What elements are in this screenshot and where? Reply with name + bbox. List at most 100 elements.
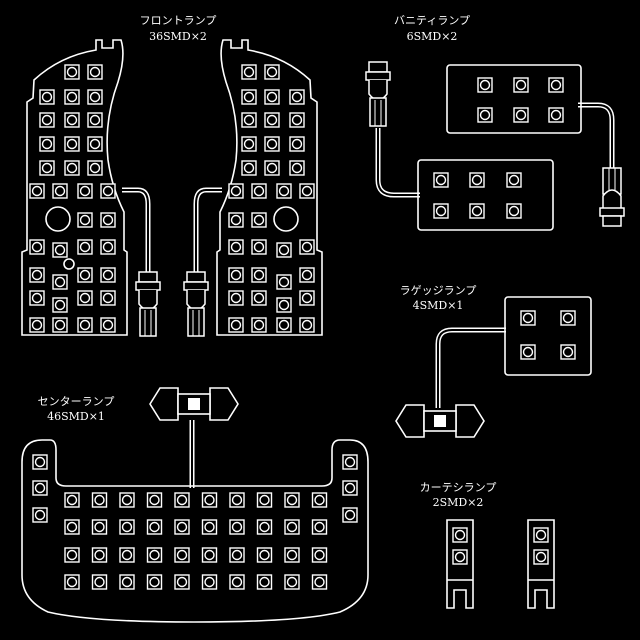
smd-led-chip — [251, 290, 267, 306]
smd-led-chip — [299, 267, 315, 283]
smd-led-chip — [299, 239, 315, 255]
led-lens — [278, 299, 290, 311]
led-lens — [89, 162, 101, 174]
smd-led-chip — [264, 112, 280, 128]
led-lens — [79, 269, 91, 281]
led-lens — [94, 521, 105, 533]
led-lens — [301, 241, 313, 253]
smd-led-chip — [77, 267, 93, 283]
smd-led-chip — [100, 239, 116, 255]
bulb-glass — [138, 290, 158, 311]
led-lens — [231, 494, 243, 506]
connector-cap — [602, 215, 622, 227]
smd-led-chip — [533, 527, 549, 543]
connector-flange — [183, 281, 209, 291]
led-lens — [515, 109, 527, 121]
led-lens — [121, 576, 133, 588]
led-lens — [31, 292, 43, 304]
front-lamp-spec: 36SMD×2 — [149, 30, 207, 43]
led-lens — [253, 292, 265, 304]
led-lens — [471, 205, 483, 217]
smd-led-chip — [342, 480, 358, 496]
led-lens — [344, 482, 356, 494]
led-lens — [266, 162, 278, 174]
smd-led-chip — [560, 310, 576, 326]
smd-led-chip — [299, 183, 315, 199]
luggage-lamp-spec: 4SMD×1 — [413, 299, 464, 312]
smd-led-chip — [100, 317, 116, 333]
led-lens — [266, 91, 278, 103]
smd-led-chip — [433, 203, 449, 219]
led-lens — [435, 174, 447, 186]
socket-wedge-left — [395, 404, 425, 438]
smd-led-chip — [433, 172, 449, 188]
led-lens — [41, 91, 53, 103]
t10-bulb-connector — [183, 271, 209, 337]
smd-led-chip — [119, 547, 135, 563]
smd-led-chip — [264, 160, 280, 176]
led-lens — [66, 138, 78, 150]
led-lens — [454, 551, 466, 563]
vanity-board-2 — [417, 159, 554, 231]
led-lens — [522, 312, 534, 324]
led-lens — [253, 214, 265, 226]
vanity-lamp-name: バニティランプ — [394, 14, 470, 27]
wire-inner — [377, 128, 420, 196]
smd-led-chip — [87, 89, 103, 105]
led-lens — [31, 269, 43, 281]
led-lens — [266, 66, 278, 78]
smd-led-chip — [32, 454, 48, 470]
smd-led-chip — [201, 492, 218, 508]
smd-led-chip — [506, 203, 522, 219]
smd-led-chip — [64, 547, 80, 563]
luggage-board — [504, 296, 592, 376]
led-lens — [515, 79, 527, 91]
smd-led-chip — [506, 172, 522, 188]
smd-led-chip — [228, 212, 244, 228]
led-lens — [301, 185, 313, 197]
smd-led-chip — [276, 274, 292, 290]
led-lens — [66, 521, 78, 533]
led-lens — [231, 549, 243, 561]
bulb-glass — [186, 290, 206, 311]
smd-led-chip — [520, 310, 536, 326]
smd-led-chip — [251, 267, 267, 283]
led-lens — [278, 276, 290, 288]
smd-led-chip — [29, 183, 45, 199]
smd-led-chip — [228, 290, 244, 306]
led-lens — [66, 114, 78, 126]
led-lens — [344, 509, 356, 521]
smd-led-chip — [64, 160, 80, 176]
smd-led-chip — [146, 547, 163, 563]
smd-led-chip — [241, 112, 257, 128]
smd-led-chip — [256, 547, 273, 563]
smd-led-chip — [452, 549, 468, 565]
t10-bulb-connector — [599, 167, 625, 227]
smd-led-chip — [100, 183, 116, 199]
smd-led-chip — [91, 547, 108, 563]
led-lens — [176, 521, 188, 533]
smd-led-chip — [520, 344, 536, 360]
mounting-hole — [45, 206, 71, 232]
smd-led-chip — [264, 136, 280, 152]
smd-led-chip — [276, 242, 292, 258]
led-lens — [176, 576, 188, 588]
smd-led-chip — [39, 112, 55, 128]
smd-led-chip — [39, 89, 55, 105]
courtesy-lamp-boards — [446, 519, 555, 609]
led-lens — [102, 241, 114, 253]
led-lens — [121, 549, 133, 561]
led-lens — [266, 138, 278, 150]
led-lens — [435, 205, 447, 217]
vanity-lamp-boards — [365, 61, 625, 231]
led-lens — [231, 521, 243, 533]
socket-wedge-right — [455, 404, 485, 438]
smd-led-chip — [477, 77, 493, 93]
led-lens — [66, 494, 78, 506]
led-lens — [278, 185, 290, 197]
smd-led-chip — [229, 492, 245, 508]
led-lens — [102, 269, 114, 281]
smd-led-chip — [299, 317, 315, 333]
led-lens — [266, 114, 278, 126]
